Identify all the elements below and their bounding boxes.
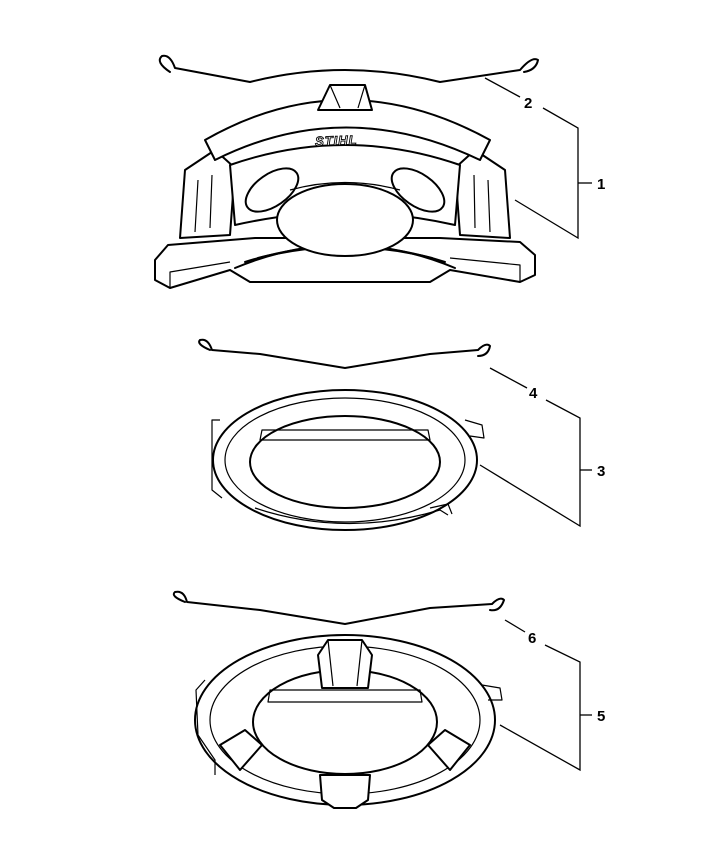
callout-2: 2 [524, 95, 532, 112]
callout-4: 4 [529, 385, 538, 402]
callout-1: 1 [597, 176, 605, 193]
leader-lines [479, 77, 592, 772]
part-3-ring [211, 389, 485, 531]
stihl-logo: STIHL [315, 132, 358, 148]
part-1-housing: STIHL [154, 84, 536, 289]
part-6-wire-clip [172, 590, 505, 625]
part-4-wire-clip [198, 338, 491, 369]
callout-5: 5 [597, 708, 605, 725]
callout-3: 3 [597, 463, 605, 480]
part-2-wire-clip [158, 54, 539, 83]
part-5-ring-with-tabs [194, 634, 503, 809]
callout-6: 6 [528, 630, 536, 647]
